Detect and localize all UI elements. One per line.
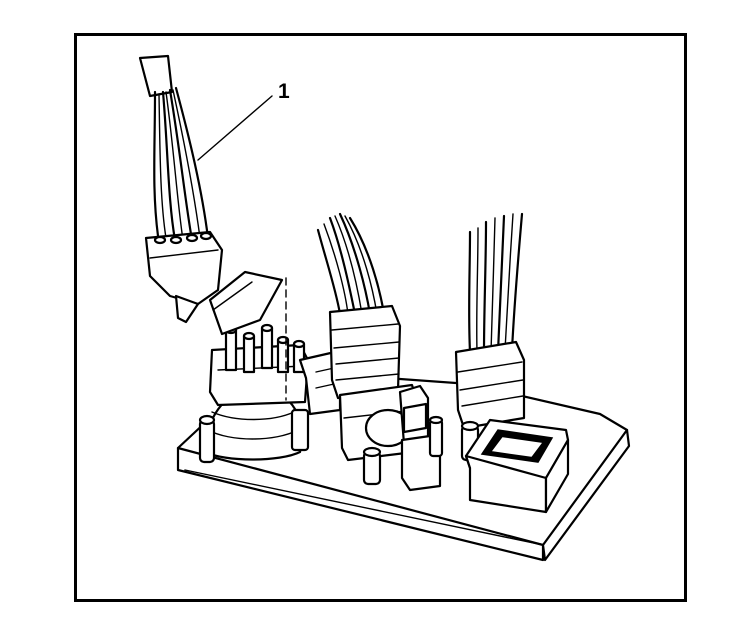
open-socket: [464, 418, 570, 514]
wire-harness-1: [138, 54, 287, 401]
left-socket: [198, 323, 342, 464]
wire-harness-2: [316, 212, 444, 492]
wire-harness-3: [454, 212, 526, 462]
callout-1: 1: [197, 80, 290, 161]
callout-label-1: 1: [278, 80, 290, 103]
